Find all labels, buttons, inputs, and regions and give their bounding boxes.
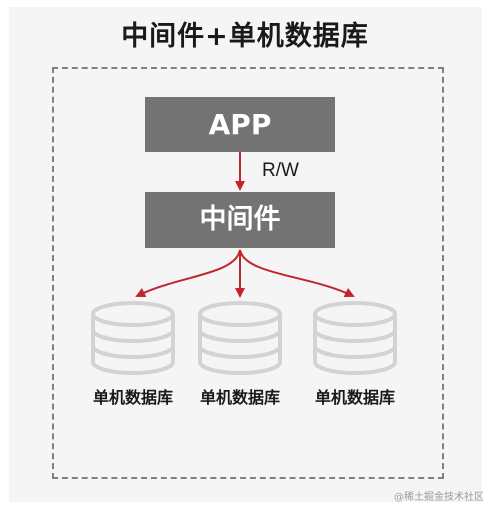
system-boundary — [52, 67, 444, 479]
database-icon — [313, 301, 397, 375]
arrow-middleware-to-db-1 — [135, 249, 241, 297]
arrow-middleware-to-db-3 — [239, 249, 355, 297]
diagram-background — [9, 7, 482, 502]
middleware-node: 中间件 — [145, 192, 335, 248]
database-label-3: 单机数据库 — [314, 388, 395, 407]
database-icon — [91, 301, 175, 375]
app-node: APP — [145, 97, 335, 152]
rw-label: R/W — [262, 160, 299, 181]
watermark: @稀土掘金技术社区 — [394, 492, 484, 503]
diagram-title: 中间件+单机数据库 — [121, 21, 369, 52]
database-label-2: 单机数据库 — [199, 388, 280, 407]
database-icon — [198, 301, 282, 375]
database-label-1: 单机数据库 — [92, 388, 173, 407]
